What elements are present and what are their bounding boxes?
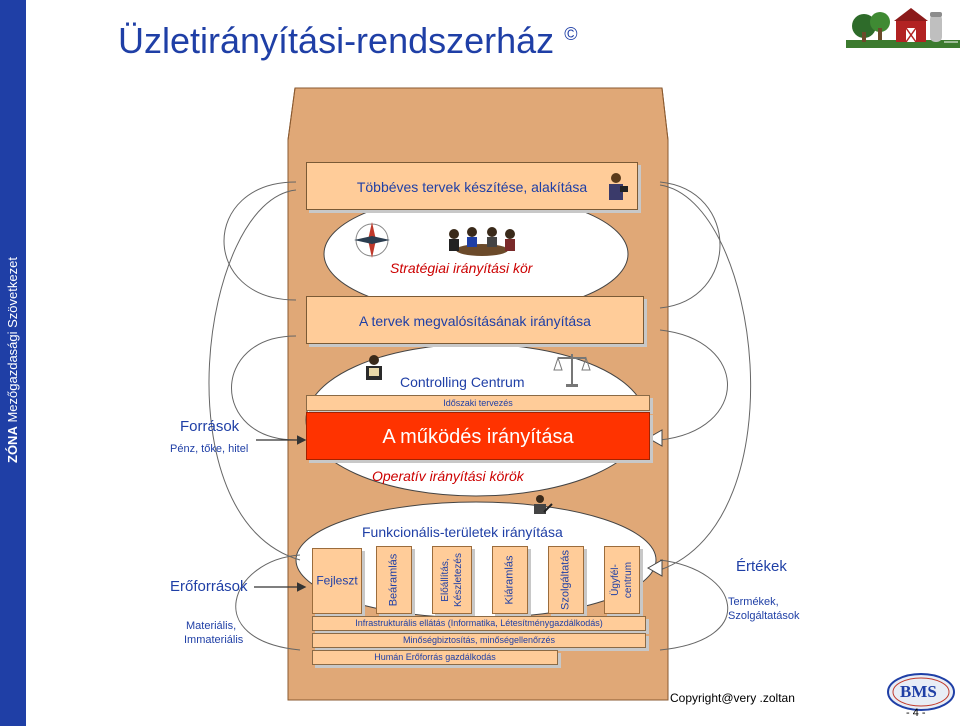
left-loop-outer bbox=[208, 189, 301, 561]
compass-icon bbox=[354, 222, 390, 258]
implementation-label: A tervek megvalósításának irányítása bbox=[359, 313, 591, 329]
meeting-icon bbox=[444, 224, 520, 258]
controlling-centre-label: Controlling Centrum bbox=[400, 374, 525, 390]
hr-label: Humán Erőforrás gazdálkodás bbox=[374, 652, 496, 662]
infrastructure-bar: Infrastrukturális ellátás (Informatika, … bbox=[312, 616, 646, 631]
operative-cycles-label: Operatív irányítási körök bbox=[372, 468, 524, 484]
quality-bar: Minőségbiztosítás, minőségellenőrzés bbox=[312, 633, 646, 648]
function-label: Ügyfél- centrum bbox=[610, 561, 634, 599]
function-tab-customer-centre: Ügyfél- centrum bbox=[604, 546, 640, 614]
writing-icon bbox=[530, 494, 554, 516]
bms-logo-text: BMS bbox=[900, 682, 937, 701]
sources-subtitle: Pénz, tőke, hitel bbox=[170, 443, 249, 455]
quality-label: Minőségbiztosítás, minőségellenőrzés bbox=[402, 635, 556, 645]
resources-subtitle-1: Materiális, bbox=[186, 620, 237, 632]
function-label: Szolgáltatás bbox=[559, 550, 572, 610]
function-tab-service: Szolgáltatás bbox=[548, 546, 584, 614]
function-label: Beáramlás bbox=[387, 553, 400, 607]
page-number: - 4 - bbox=[906, 707, 926, 719]
businesswoman-icon bbox=[604, 172, 628, 202]
periodic-planning-label: Időszaki tervezés bbox=[443, 398, 513, 408]
function-label: Kiáramlás bbox=[503, 555, 516, 605]
hr-bar: Humán Erőforrás gazdálkodás bbox=[312, 650, 558, 665]
resources-title: Erőforrások bbox=[170, 578, 248, 595]
resources-subtitle-2: Immateriális bbox=[184, 634, 244, 646]
page-title: Üzletirányítási-rendszerház © bbox=[118, 20, 578, 61]
functional-areas-label: Funkcionális-területek irányítása bbox=[362, 524, 563, 540]
left-loop-lower bbox=[231, 335, 297, 441]
bms-logo bbox=[886, 672, 956, 712]
sidebar-band bbox=[0, 0, 26, 726]
periodic-planning-bar: Időszaki tervezés bbox=[306, 395, 650, 411]
sources-title: Források bbox=[180, 418, 240, 435]
function-tab-outflow: Kiáramlás bbox=[492, 546, 528, 614]
implementation-box: A tervek megvalósításának irányítása bbox=[306, 296, 644, 344]
right-loop-outer bbox=[659, 184, 752, 571]
infrastructure-label: Infrastrukturális ellátás (Informatika, … bbox=[355, 618, 603, 628]
function-label: Előállítás, Készletezés bbox=[440, 553, 464, 607]
function-tab-inflow: Beáramlás bbox=[376, 546, 412, 614]
left-loop-upper bbox=[223, 181, 297, 301]
values-title: Értékek bbox=[736, 558, 787, 575]
multi-year-plans-box: Többéves tervek készítése, alakítása bbox=[306, 162, 638, 210]
scales-icon bbox=[553, 354, 591, 387]
operation-label: A működés irányítása bbox=[382, 426, 574, 448]
right-loop-bottom bbox=[659, 559, 728, 651]
function-label: Fejleszt bbox=[316, 573, 358, 588]
values-subtitle-2: Szolgáltatások bbox=[728, 610, 800, 622]
function-tab-production: Előállítás, Készletezés bbox=[432, 546, 472, 614]
strategic-cycle-label: Stratégiai irányítási kör bbox=[390, 260, 533, 276]
left-loop-bottom bbox=[235, 554, 301, 651]
function-tab-development: Fejleszt bbox=[312, 548, 362, 614]
values-subtitle-1: Termékek, bbox=[728, 596, 779, 608]
right-loop-lower bbox=[659, 329, 728, 441]
farm-logo bbox=[846, 4, 960, 48]
right-loop-upper bbox=[659, 181, 721, 309]
copyright-text: Copyright@very .zoltan bbox=[670, 691, 795, 705]
businessman-icon bbox=[362, 354, 386, 382]
multi-year-plans-label: Többéves tervek készítése, alakítása bbox=[356, 179, 588, 195]
operation-box: A működés irányítása bbox=[306, 412, 650, 460]
